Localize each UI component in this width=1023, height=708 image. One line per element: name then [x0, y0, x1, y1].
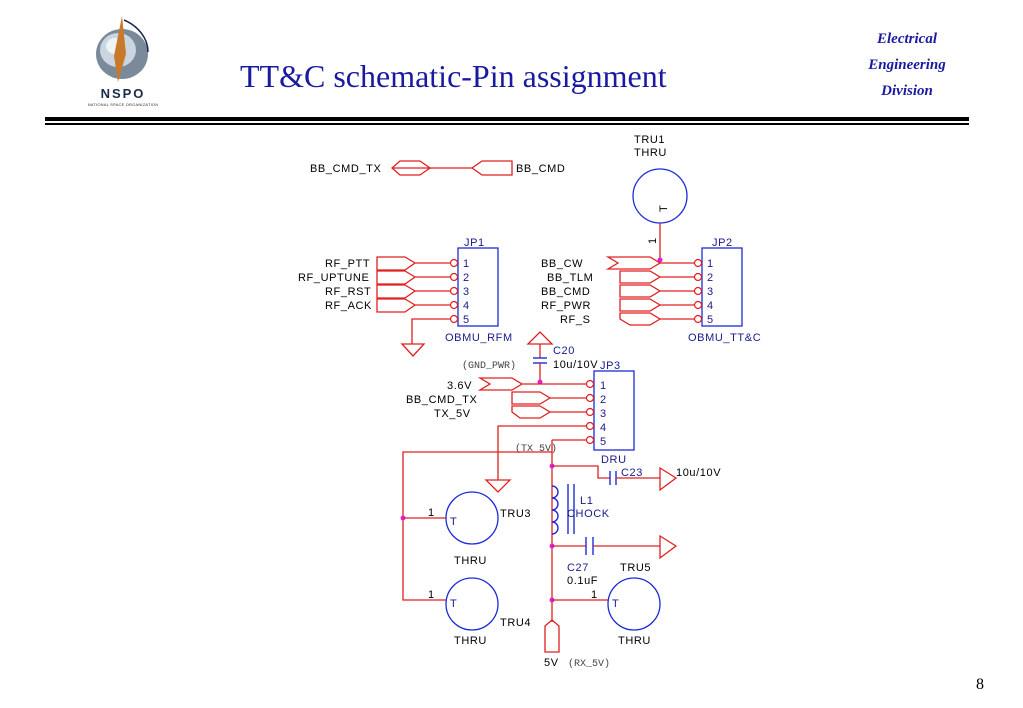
- tru5-glyph: T: [612, 598, 619, 610]
- department-label: Electrical Engineering Division: [852, 26, 962, 104]
- rx-5v-label: 5V: [544, 657, 559, 669]
- jp3-connector: JP3 DRU 1 2 3 4 5 3.6V BB_CMD_TX TX_5V (…: [406, 360, 635, 606]
- logo-wordmark: NSPO: [100, 86, 146, 101]
- c23-value: 10u/10V: [676, 467, 721, 479]
- jp2-pin-5: 5: [707, 314, 714, 326]
- jp2-name: OBMU_TT&C: [688, 332, 761, 344]
- tx-5v-label: TX_5V: [434, 408, 471, 420]
- jp2-pin-4: 4: [707, 300, 714, 312]
- tx-5v-net-label: (TX_5V): [515, 443, 557, 455]
- tru4-component: T 1 TRU4 THRU: [428, 577, 531, 647]
- globe-icon: [96, 16, 149, 82]
- bb-cmd-tx-net-label: BB_CMD_TX: [406, 394, 477, 406]
- rf-ptt-label: RF_PTT: [325, 258, 370, 270]
- c27-capacitor: C27 0.1uF: [549, 534, 678, 587]
- jp3-pin-1: 1: [600, 380, 607, 392]
- rx-5v-net-label: (RX_5V): [568, 658, 610, 670]
- tru1-ref: TRU1: [634, 134, 665, 146]
- v36-label: 3.6V: [447, 380, 472, 392]
- tru4-pin: 1: [428, 589, 435, 601]
- jp1-pin-4: 4: [463, 300, 470, 312]
- tru3-type: THRU: [454, 555, 487, 567]
- rf-s-label: RF_S: [560, 314, 591, 326]
- tru5-ref: TRU5: [620, 562, 651, 574]
- jp1-pin-3: 3: [463, 286, 470, 298]
- jp2-pin-1: 1: [707, 258, 714, 270]
- tru5-type: THRU: [618, 635, 651, 647]
- nspo-logo: NSPO NATIONAL SPACE ORGANIZATION: [78, 12, 168, 112]
- department-line-2: Engineering: [868, 57, 946, 73]
- rf-uptune-label: RF_UPTUNE: [298, 272, 369, 284]
- jp1-connector: JP1 OBMU_RFM 1 2 3 4 5 RF_PTT RF_UPTUNE …: [298, 237, 513, 357]
- jp3-pin-5: 5: [600, 436, 607, 448]
- bb-cmd-tx-label: BB_CMD_TX: [310, 163, 381, 175]
- jp2-pin-2: 2: [707, 272, 714, 284]
- page-number: 8: [976, 676, 984, 693]
- header-rule-thick: [45, 117, 969, 121]
- jp3-name: DRU: [601, 454, 627, 466]
- jp1-pin-5: 5: [463, 314, 470, 326]
- tru1-glyph: T: [658, 205, 670, 212]
- tru4-ref: TRU4: [500, 617, 531, 629]
- tru5-component: T 1 TRU5 THRU: [549, 562, 661, 647]
- l1-value: CHOCK: [567, 508, 610, 520]
- jp1-name: OBMU_RFM: [445, 332, 513, 344]
- rf-ack-label: RF_ACK: [325, 300, 372, 312]
- tru1-type: THRU: [634, 147, 667, 159]
- c27-ref: C27: [567, 562, 589, 574]
- c20-value: 10u/10V: [553, 359, 598, 371]
- jp2-pin-3: 3: [707, 286, 714, 298]
- l1-inductor: L1 CHOCK: [551, 484, 610, 535]
- bb-cw-label: BB_CW: [541, 258, 583, 270]
- tru5-pin: 1: [591, 589, 598, 601]
- l1-ref: L1: [580, 495, 593, 507]
- c20-ref: C20: [553, 345, 575, 357]
- bb-tlm-label: BB_TLM: [547, 272, 593, 284]
- tru3-ref: TRU3: [500, 508, 531, 520]
- jp3-pin-3: 3: [600, 408, 607, 420]
- tru3-pin: 1: [428, 507, 435, 519]
- jp1-pin-2: 2: [463, 272, 470, 284]
- bb-cmd-connector: BB_CMD_TX BB_CMD: [310, 160, 565, 176]
- department-line-3: Division: [881, 83, 933, 99]
- jp3-ref: JP3: [600, 360, 621, 372]
- tru1-component: TRU1 THRU T 1: [632, 134, 688, 263]
- jp2-ref: JP2: [712, 237, 733, 249]
- jp1-pin-1: 1: [463, 258, 470, 270]
- jp1-ref: JP1: [464, 237, 485, 249]
- tru3-glyph: T: [450, 516, 457, 528]
- c20-capacitor: C20 10u/10V (GND_PWR): [462, 331, 598, 385]
- logo-subtitle: NATIONAL SPACE ORGANIZATION: [87, 102, 159, 107]
- c23-ref: C23: [621, 467, 643, 479]
- page-title: TT&C schematic-Pin assignment: [240, 58, 667, 94]
- tru3-component: T 1 TRU3 THRU: [400, 451, 552, 601]
- header-rule-thin: [45, 123, 969, 125]
- rx-5v-port: 5V (RX_5V): [544, 606, 610, 670]
- rf-pwr-label: RF_PWR: [541, 300, 591, 312]
- c23-capacitor: C23 10u/10V: [549, 463, 721, 492]
- gnd-pwr-label: (GND_PWR): [462, 360, 516, 372]
- department-line-1: Electrical: [877, 31, 937, 47]
- bb-cmd-net-label: BB_CMD: [541, 286, 590, 298]
- c27-value: 0.1uF: [567, 575, 598, 587]
- jp3-pin-2: 2: [600, 394, 607, 406]
- rf-rst-label: RF_RST: [325, 286, 371, 298]
- tru1-pin: 1: [647, 237, 659, 244]
- bb-cmd-label: BB_CMD: [516, 163, 565, 175]
- jp2-connector: JP2 OBMU_TT&C 1 2 3 4 5 BB_CW BB_TLM BB_…: [541, 237, 761, 344]
- tru4-glyph: T: [450, 598, 457, 610]
- jp3-pin-4: 4: [600, 422, 607, 434]
- tru4-type: THRU: [454, 635, 487, 647]
